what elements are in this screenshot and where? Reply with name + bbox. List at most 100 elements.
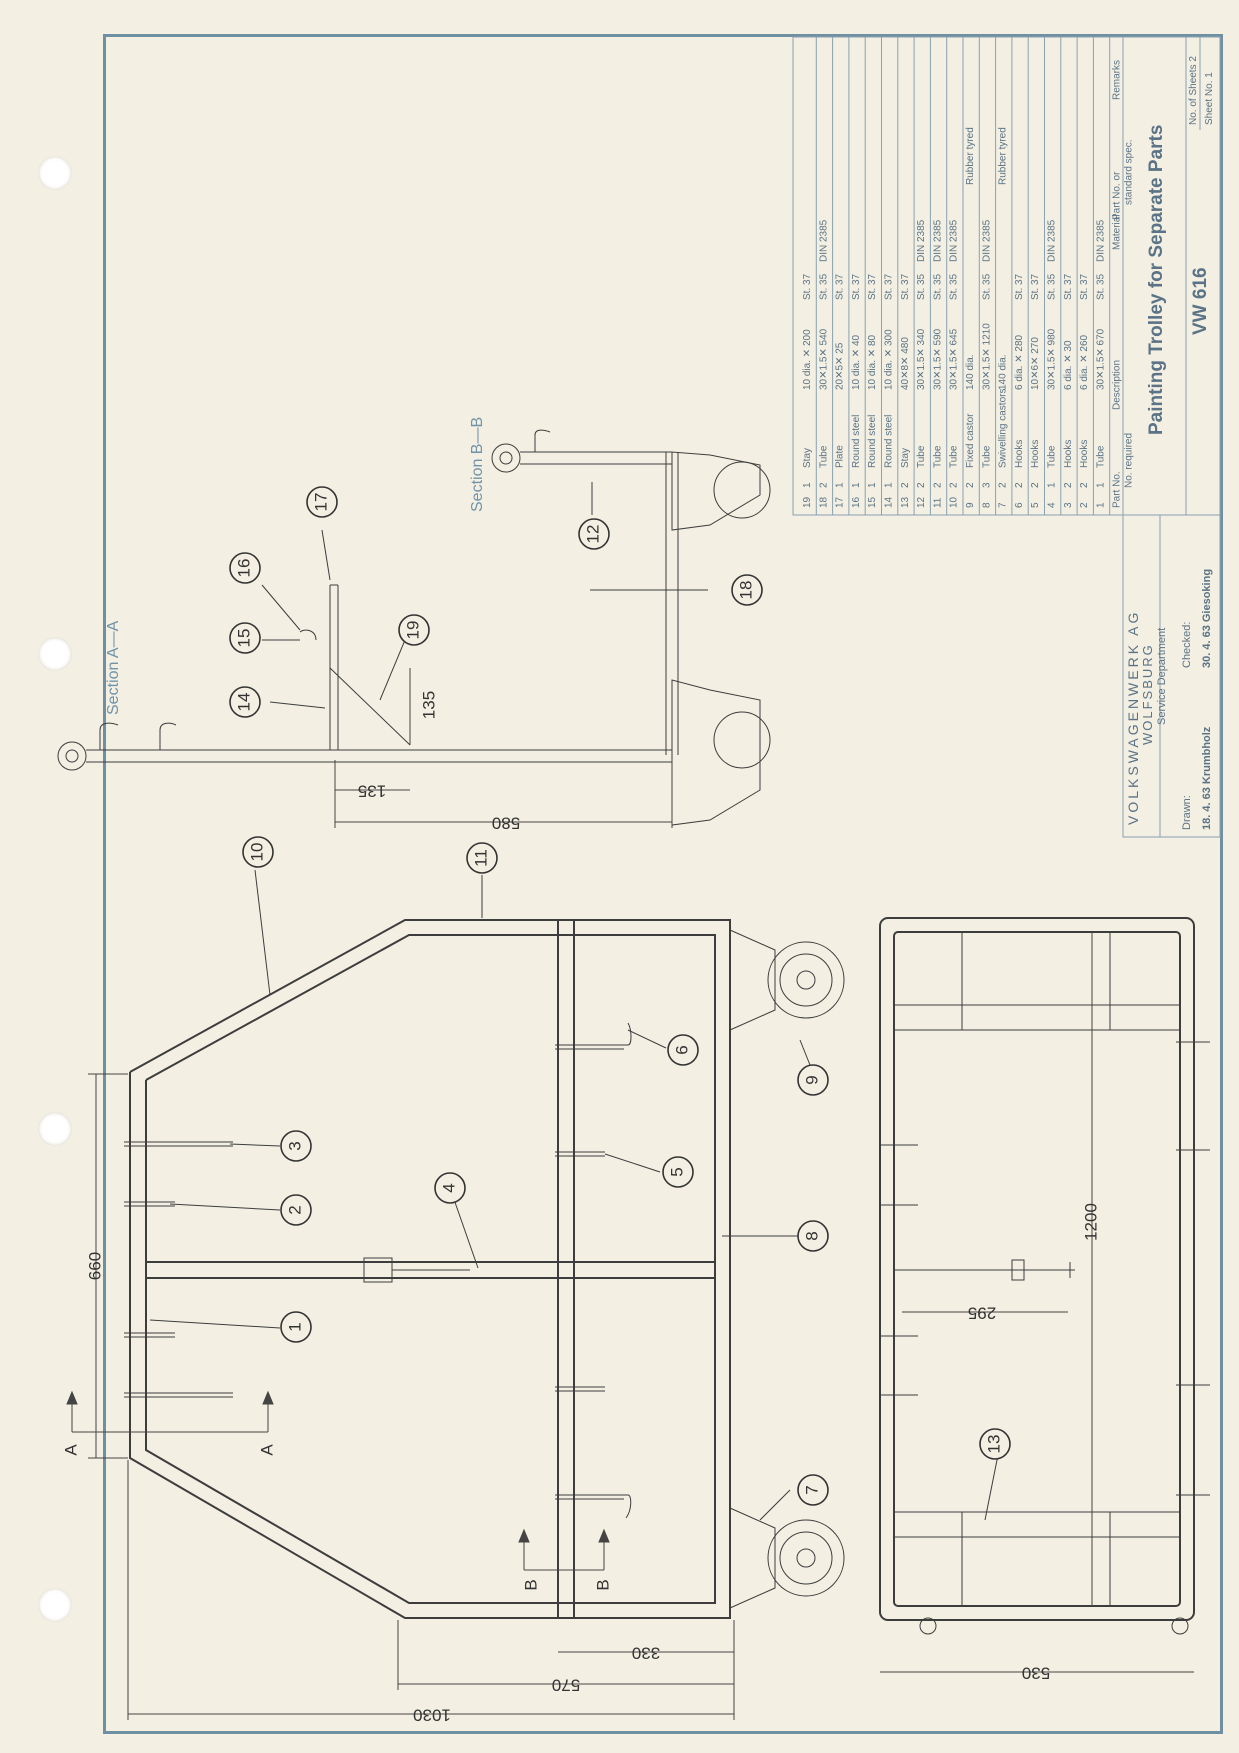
bubble-15: 15 [234,629,253,648]
parts-cell-mat: St. 37 [1079,273,1090,300]
parts-cell-size: 10 dia. ✕ 300 [884,329,895,390]
parts-cell-qty: 1 [884,482,895,488]
title-block: VOLKSWAGENWERK AG WOLFSBURG Service Depa… [1122,36,1221,838]
parts-cell-mat: St. 37 [1063,273,1074,300]
parts-cell-size: 40✕8✕ 480 [900,337,911,390]
parts-cell-mat: St. 37 [900,273,911,300]
model-number: VW 616 [1190,267,1211,335]
parts-cell-part: 1 [1095,502,1106,508]
parts-cell-size: 30✕1.5✕ 540 [818,328,829,390]
parts-cell-mat: St. 37 [1030,273,1041,300]
parts-cell-desc: Round steel [851,415,862,468]
dim-135-horizontal: 135 [358,782,386,801]
parts-cell-mat: St. 37 [867,273,878,300]
parts-cell-desc: Hooks [1079,440,1090,468]
parts-cell-desc: Tube [981,445,992,468]
binder-hole [38,1112,72,1146]
parts-cell-part: 3 [1063,502,1074,508]
parts-cell-part: 7 [998,502,1009,508]
parts-cell-desc: Round steel [867,415,878,468]
dim-330: 330 [632,1644,660,1663]
parts-cell-qty: 1 [835,482,846,488]
parts-cell-part: 17 [835,496,846,508]
parts-cell-remark: Rubber tyred [965,127,976,185]
parts-cell-qty: 1 [851,482,862,488]
parts-cell-size: 6 dia. ✕ 260 [1079,334,1090,390]
parts-cell-desc: Swivelling castors [998,389,1009,468]
parts-cell-size: 30✕1.5✕ 980 [1047,328,1058,390]
parts-cell-desc: Tube [916,445,927,468]
bubble-1: 1 [285,1322,304,1331]
parts-cell-qty: 1 [867,482,878,488]
bubble-8: 8 [802,1231,821,1240]
parts-cell-mat: St. 37 [802,273,813,300]
parts-cell-part: 11 [932,497,943,508]
parts-cell-mat: St. 35 [818,273,829,300]
bubble-17: 17 [311,493,330,512]
parts-cell-spec: DIN 2385 [949,219,960,262]
checked-label: Checked: [1181,622,1193,668]
parts-cell-desc: Tube [1095,445,1106,468]
drawn-label: Drawn: [1181,795,1193,830]
parts-cell-qty: 1 [1095,482,1106,488]
parts-cell-part: 8 [981,502,992,508]
parts-cell-part: 9 [965,502,976,508]
parts-cell-spec: DIN 2385 [981,219,992,262]
parts-cell-desc: Plate [835,445,846,468]
parts-cell-size: 30✕1.5✕ 670 [1095,328,1106,390]
plan-view: A A B B 1030 570 330 660 [61,919,845,1725]
parts-cell-size: 140 dia. [965,354,976,390]
department: Service Department [1156,628,1168,725]
parts-cell-mat: St. 37 [1014,273,1025,300]
parts-cell-desc: Tube [932,445,943,468]
parts-cell-part: 5 [1030,502,1041,508]
sheet-number: Sheet No. 1 [1204,72,1215,125]
parts-cell-desc: Stay [802,448,813,468]
dim-135-vertical: 135 [419,691,438,719]
parts-cell-part: 19 [802,496,813,508]
parts-cell-qty: 2 [900,482,911,488]
parts-cell-size: 10✕6✕ 270 [1030,337,1041,390]
parts-cell-qty: 2 [1063,482,1074,488]
bubble-6: 6 [672,1045,691,1054]
dim-1200: 1200 [1081,1203,1100,1241]
parts-cell-part: 10 [949,496,960,508]
section-bb-label: Section B—B [469,417,486,512]
parts-cell-part: 2 [1079,502,1090,508]
section-views: Section A—A Section B—B 580 135 135 [57,417,771,833]
company-name: VOLKSWAGENWERK AG [1125,610,1141,825]
dim-1030: 1030 [413,1706,451,1725]
bubble-4: 4 [439,1183,458,1192]
parts-cell-size: 10 dia. ✕ 200 [802,329,813,390]
cut-b-right: B [593,1579,612,1590]
parts-cell-desc: Hooks [1030,440,1041,468]
dim-580: 580 [492,814,520,833]
parts-header: Remarks [1112,60,1123,100]
dim-660: 660 [85,1252,104,1280]
drawn-value: 18. 4. 63 Krumbholz [1201,726,1213,830]
checked-value: 30. 4. 63 Giesoking [1201,569,1213,668]
bubble-13: 13 [984,1435,1003,1454]
parts-cell-qty: 2 [916,482,927,488]
parts-cell-qty: 1 [1047,482,1058,488]
parts-cell-part: 14 [884,496,895,508]
bubble-18: 18 [736,581,755,600]
parts-cell-size: 30✕1.5✕ 590 [932,328,943,390]
parts-cell-mat: St. 37 [851,273,862,300]
parts-cell-mat: St. 37 [835,273,846,300]
bubble-2: 2 [285,1205,304,1214]
parts-cell-mat: St. 35 [1095,273,1106,300]
parts-header: Description [1112,360,1123,410]
company-city: WOLFSBURG [1140,643,1155,745]
bubble-5: 5 [667,1167,686,1176]
parts-cell-qty: 2 [965,482,976,488]
parts-cell-qty: 2 [949,482,960,488]
parts-cell-size: 6 dia. ✕ 280 [1014,334,1025,390]
parts-cell-mat: St. 35 [932,273,943,300]
parts-cell-desc: Round steel [884,415,895,468]
parts-cell-size: 10 dia. ✕ 80 [867,334,878,390]
parts-cell-part: 4 [1047,502,1058,508]
drawing-title: Painting Trolley for Separate Parts [1146,125,1167,435]
